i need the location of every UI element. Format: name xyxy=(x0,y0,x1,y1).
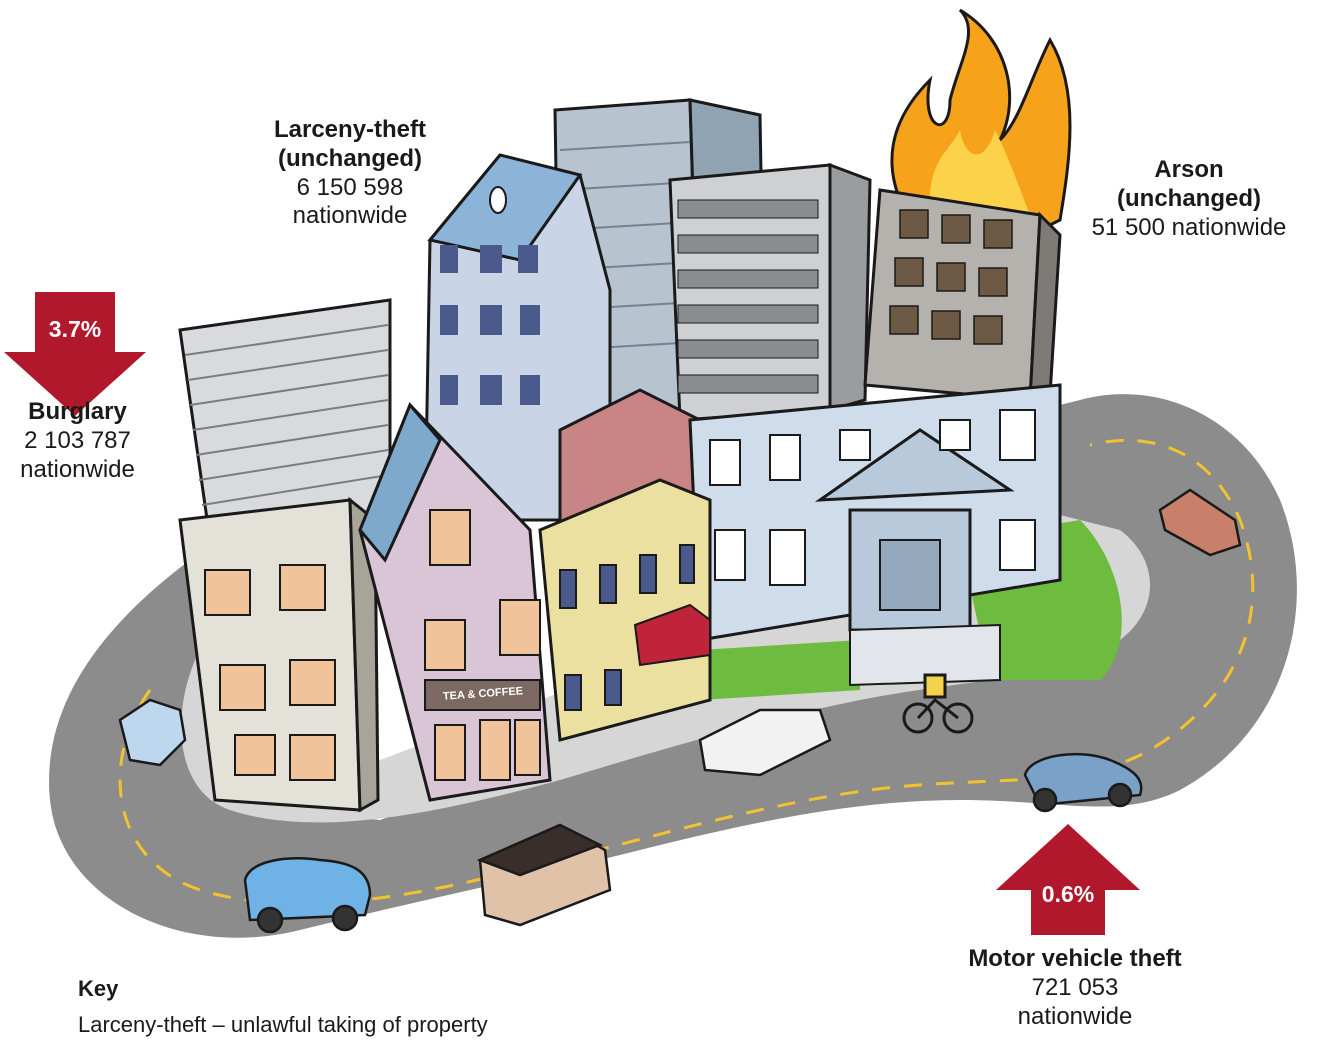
car-left xyxy=(118,698,187,767)
car-red xyxy=(1158,488,1242,557)
arson-label: Arson (unchanged) 51 500 nationwide xyxy=(1066,156,1312,242)
larceny-label: Larceny-theft (unchanged) 6 150 598 nati… xyxy=(240,116,460,231)
burglary-arrow-icon xyxy=(4,292,146,416)
arson-count: 51 500 nationwide xyxy=(1091,213,1287,241)
arson-status: (unchanged) xyxy=(1117,184,1261,212)
arson-title: Arson xyxy=(1154,156,1224,183)
burglary-title: Burglary xyxy=(28,398,127,425)
larceny-scope: nationwide xyxy=(292,202,408,230)
larceny-status: (unchanged) xyxy=(278,144,422,172)
grass-front xyxy=(700,640,860,700)
key-heading: Key xyxy=(78,976,119,1001)
motor-count: 721 053 xyxy=(1031,973,1119,1001)
yellow-building xyxy=(538,478,712,742)
lane-line xyxy=(118,438,1255,906)
motor-change: 0.6% xyxy=(1041,881,1095,907)
larceny-title: Larceny-theft xyxy=(273,116,427,143)
awning xyxy=(633,603,711,667)
burglary-scope: nationwide xyxy=(20,455,135,483)
key-section: Key Larceny-theft – unlawful taking of p… xyxy=(78,976,488,1038)
motor-arrow-icon xyxy=(996,824,1140,935)
apartment-building xyxy=(178,496,380,813)
flames xyxy=(890,8,1072,232)
motor-title: Motor vehicle theft xyxy=(968,945,1182,972)
motor-scope: nationwide xyxy=(1017,1002,1133,1030)
burglary-change: 3.7% xyxy=(48,316,102,342)
car-white xyxy=(698,708,832,777)
larceny-count: 6 150 598 xyxy=(296,173,404,201)
pink-house xyxy=(358,402,552,802)
civic-building xyxy=(688,383,1062,687)
burglary-count: 2 103 787 xyxy=(24,426,131,454)
car-blue-right xyxy=(1023,752,1143,813)
burning-building xyxy=(863,188,1062,402)
burglary-label: Burglary 2 103 787 nationwide xyxy=(0,398,155,484)
slanted-building xyxy=(178,298,392,542)
cyclist xyxy=(902,673,974,734)
motor-label: Motor vehicle theft 721 053 nationwide xyxy=(930,945,1220,1031)
shop-sign xyxy=(424,679,541,711)
office-building xyxy=(668,162,872,422)
car-front xyxy=(243,856,372,934)
key-line-1: Larceny-theft – unlawful taking of prope… xyxy=(78,1012,488,1037)
van xyxy=(476,823,612,927)
